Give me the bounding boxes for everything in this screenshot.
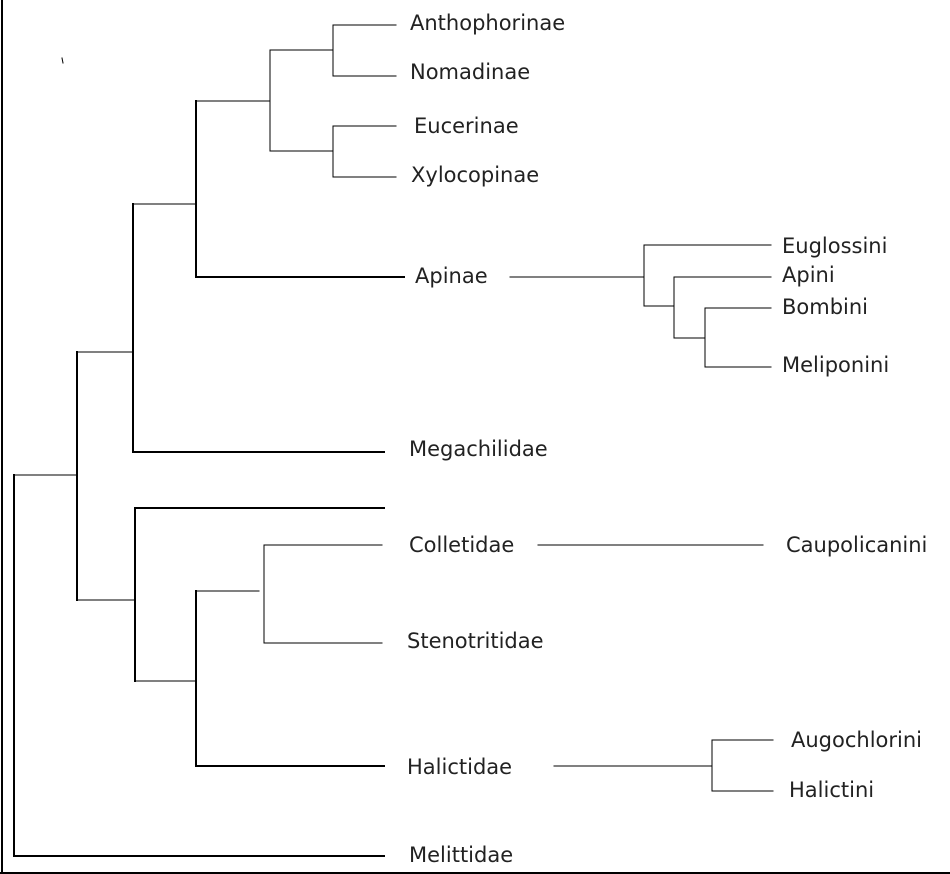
label-stenotritidae: Stenotritidae [407,629,544,653]
label-halictini: Halictini [789,778,874,802]
label-halictidae: Halictidae [407,755,512,779]
label-colletidae: Colletidae [409,533,514,557]
label-anthophorinae: Anthophorinae [410,11,565,35]
label-apini: Apini [782,263,835,287]
label-augochlorini: Augochlorini [791,728,922,752]
label-melittidae: Melittidae [409,843,513,867]
label-eucerinae: Eucerinae [414,114,519,138]
label-euglossini: Euglossini [782,234,887,258]
stray-mark [61,57,64,64]
label-bombini: Bombini [782,295,868,319]
label-nomadinae: Nomadinae [410,60,530,84]
label-apinae: Apinae [415,264,488,288]
label-xylocopinae: Xylocopinae [411,163,539,187]
label-meliponini: Meliponini [782,353,889,377]
label-megachilidae: Megachilidae [409,437,548,461]
label-caupolicanini: Caupolicanini [786,533,927,557]
